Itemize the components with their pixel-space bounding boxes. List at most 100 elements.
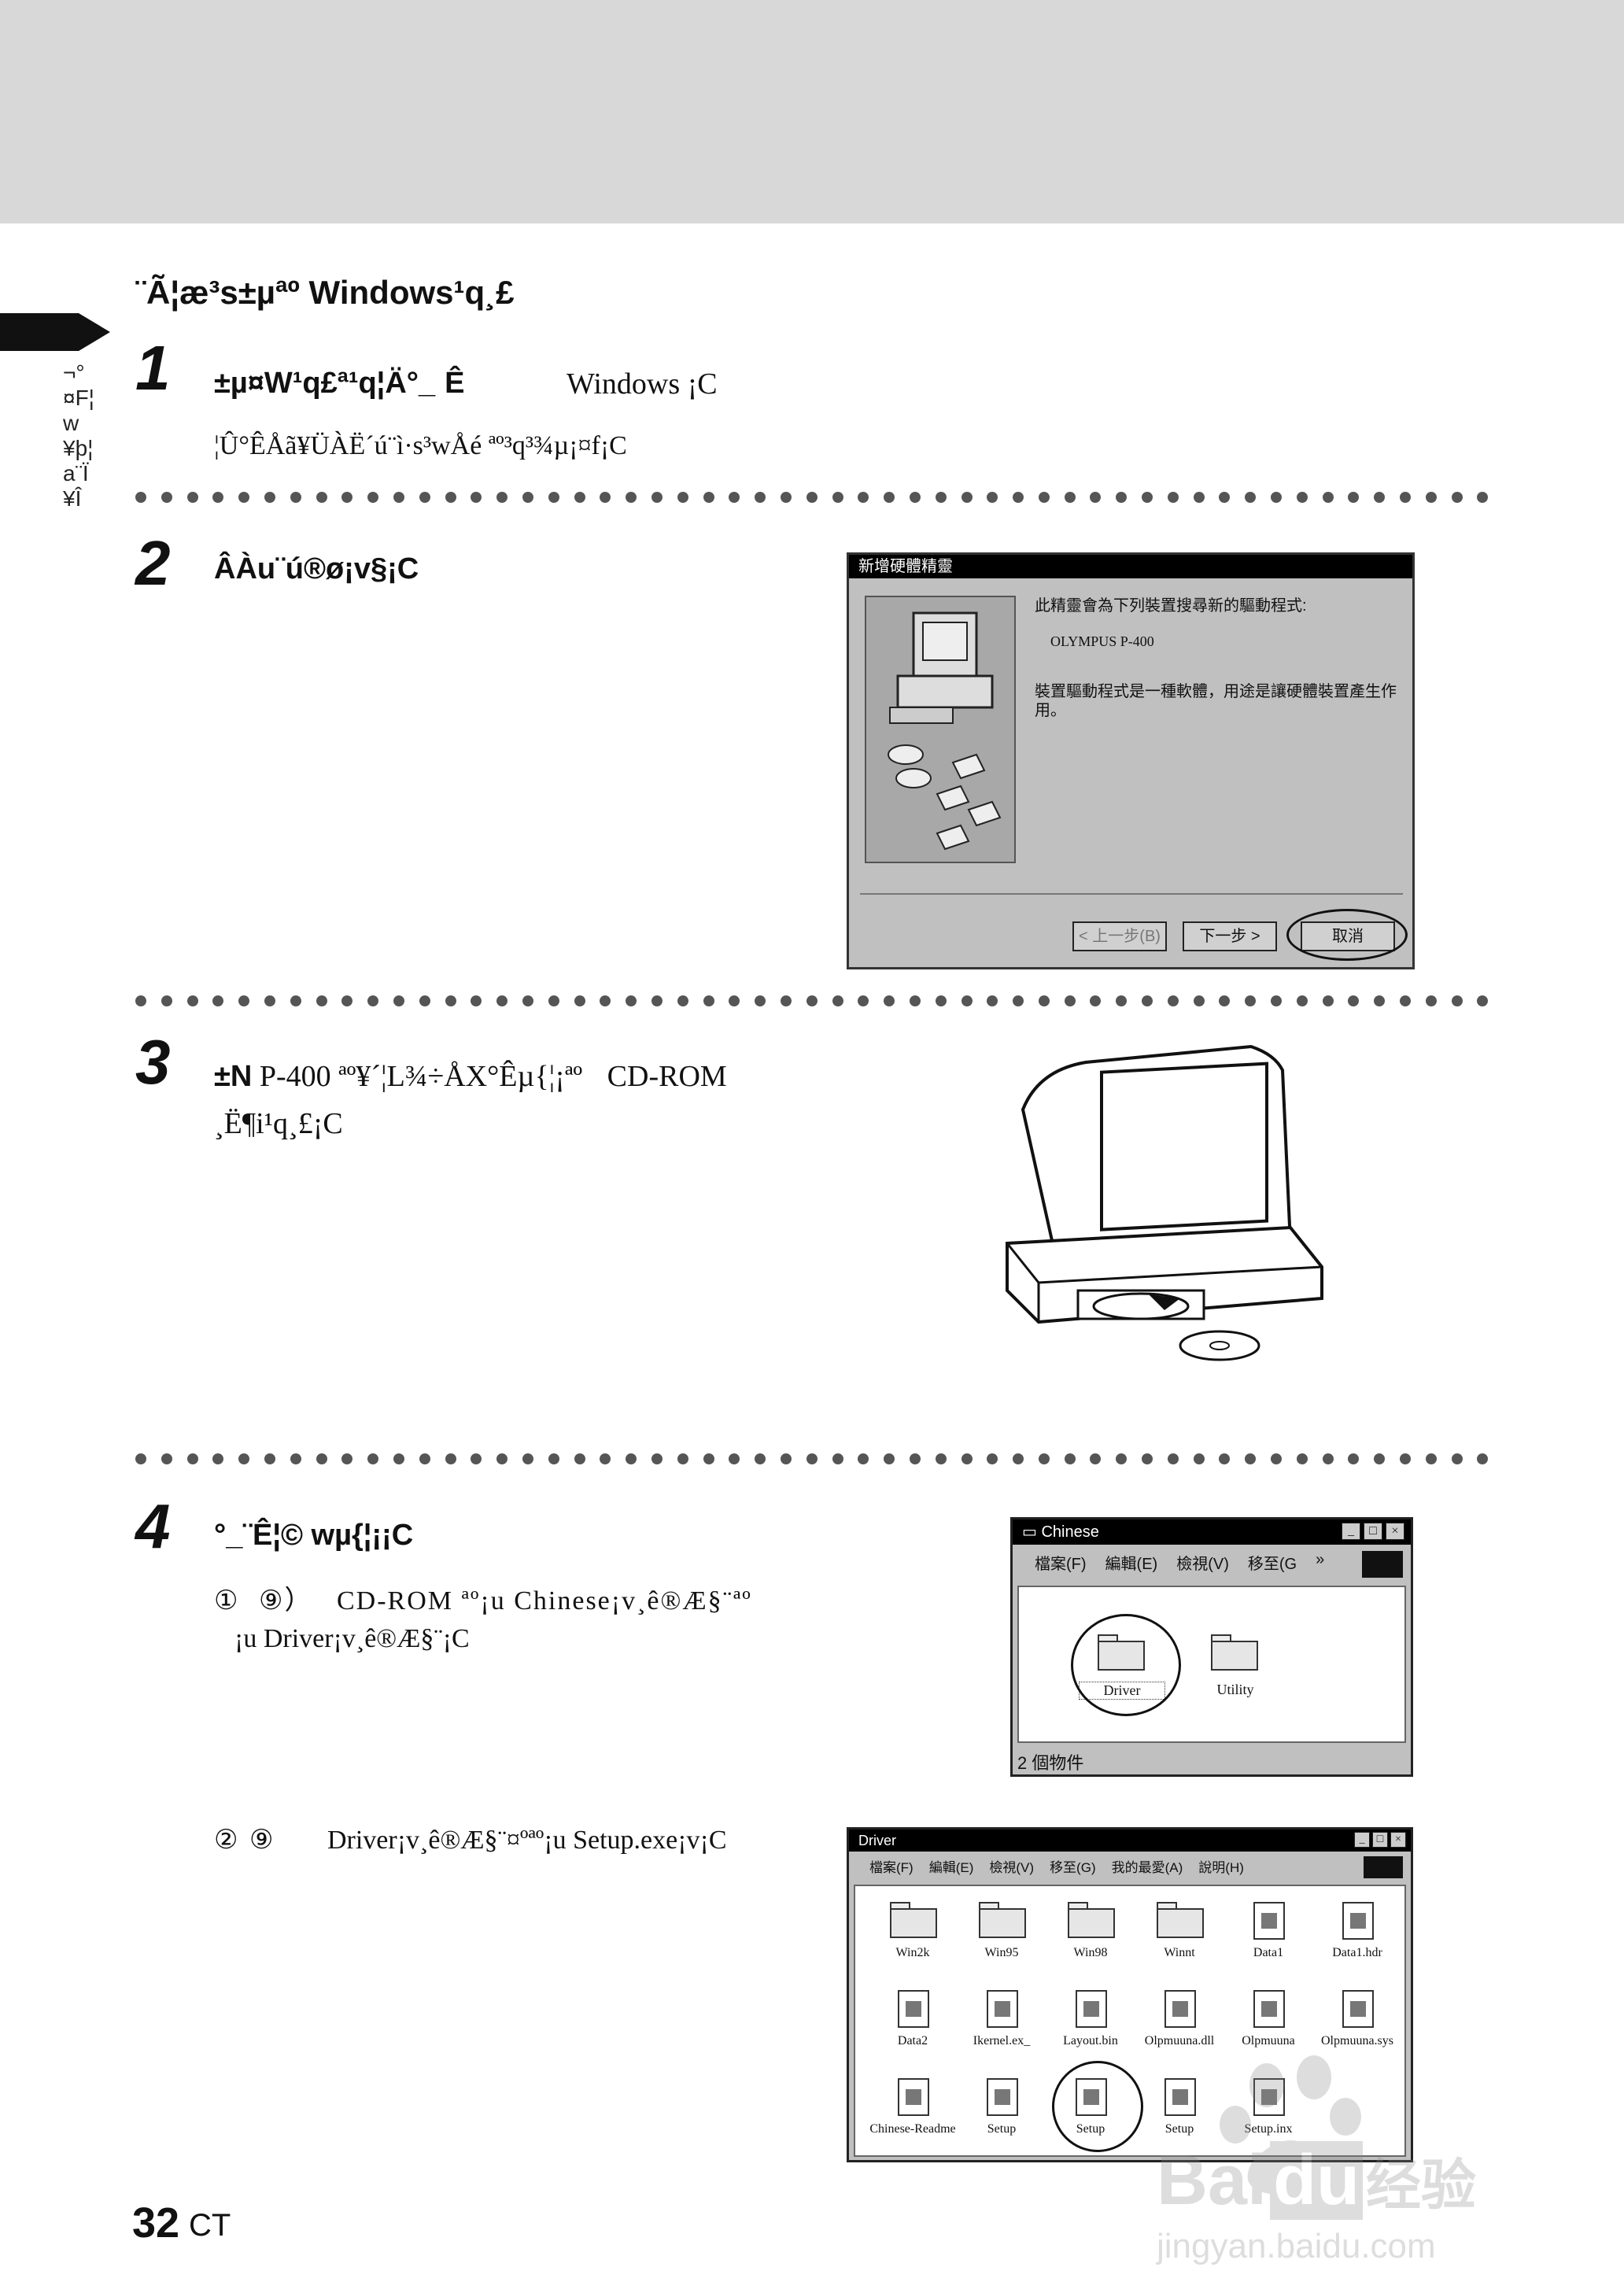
divider-dot <box>264 1453 275 1464</box>
file-label[interactable]: Olpmuuna <box>1242 2034 1295 2047</box>
menu-go[interactable]: 移至(G) <box>1050 1860 1096 1875</box>
folder-title-icon: ▭ <box>1022 1523 1042 1541</box>
maximize-icon[interactable]: □ <box>1372 1832 1388 1848</box>
step-1-extra: Windows ¡C <box>567 367 718 401</box>
menu-edit[interactable]: 編輯(E) <box>1105 1556 1158 1573</box>
divider-dot <box>1142 995 1153 1006</box>
file-label[interactable]: Layout.bin <box>1063 2034 1118 2047</box>
next-button[interactable]: 下一步 > <box>1183 921 1277 951</box>
divider-dot <box>600 995 611 1006</box>
folder-icon[interactable] <box>1068 1902 1115 1938</box>
menu-favorites[interactable]: 我的最愛(A) <box>1111 1860 1183 1875</box>
minimize-icon[interactable]: _ <box>1354 1832 1370 1848</box>
folder-icon[interactable] <box>890 1902 937 1938</box>
folder-icon[interactable] <box>979 1902 1026 1938</box>
menu-view[interactable]: 檢視(V) <box>1176 1556 1229 1573</box>
menu-file[interactable]: 檔案(F) <box>869 1860 914 1875</box>
side-label: ¬°¤F¦w¥þ¦a¨Ï¥Î <box>63 360 94 511</box>
file-label[interactable]: Data1.hdr <box>1332 1946 1382 1959</box>
divider-dot <box>186 1453 198 1464</box>
divider-dot <box>419 492 430 503</box>
menu-edit[interactable]: 編輯(E) <box>928 1860 974 1875</box>
divider-dot <box>1064 492 1076 503</box>
divider-dot <box>1348 1453 1360 1464</box>
file-label[interactable]: Olpmuuna.dll <box>1144 2034 1215 2047</box>
step-1-number: 1 <box>135 333 171 403</box>
setup-highlight-circle <box>1052 2061 1143 2152</box>
file-icon[interactable] <box>1253 1902 1285 1940</box>
divider-dot <box>393 995 404 1006</box>
file-label[interactable]: Win2k <box>895 1946 930 1959</box>
divider-dot <box>832 492 843 503</box>
minimize-icon[interactable]: _ <box>1342 1523 1360 1540</box>
file-icon[interactable] <box>898 2078 929 2116</box>
divider-dot <box>574 1453 585 1464</box>
cancel-highlight-circle <box>1286 909 1408 961</box>
file-icon[interactable] <box>987 1990 1018 2028</box>
utility-folder-label[interactable]: Utility <box>1216 1682 1254 1697</box>
file-label[interactable]: Setup <box>987 2122 1017 2136</box>
file-icon[interactable] <box>1076 1990 1107 2028</box>
menu-help[interactable]: 說明(H) <box>1198 1860 1244 1875</box>
menu-view[interactable]: 檢視(V) <box>989 1860 1035 1875</box>
divider-dot <box>574 492 585 503</box>
file-icon[interactable] <box>1164 1990 1196 2028</box>
divider-dot <box>135 492 146 503</box>
driver-highlight-circle <box>1071 1614 1181 1716</box>
file-label[interactable]: Win98 <box>1073 1946 1108 1959</box>
maximize-icon[interactable]: □ <box>1364 1523 1382 1540</box>
file-label[interactable]: Setup <box>1164 2122 1194 2136</box>
folder-icon[interactable] <box>1157 1902 1204 1938</box>
menu-more[interactable]: » <box>1316 1551 1325 1568</box>
divider-dot <box>1451 492 1463 503</box>
divider-dot <box>1038 1453 1050 1464</box>
computer-disk-icon <box>888 611 1002 851</box>
close-icon[interactable]: × <box>1386 1523 1404 1540</box>
menu-go[interactable]: 移至(G <box>1247 1556 1297 1573</box>
divider-dot <box>471 1453 482 1464</box>
file-icon[interactable] <box>1253 1990 1285 2028</box>
utility-folder-icon[interactable] <box>1211 1634 1258 1671</box>
file-icon[interactable] <box>1253 2078 1285 2116</box>
divider-dot <box>651 995 663 1006</box>
divider-dot <box>238 492 250 503</box>
file-label[interactable]: Setup.inx <box>1244 2122 1293 2136</box>
divider-dot <box>1348 995 1360 1006</box>
step-1-body: ¦Û°ÊÅã¥ÜÀË´ú¨ì·s³wÅé ªº³q³¾µ¡¤f¡C <box>214 431 627 460</box>
divider-dot <box>1271 995 1283 1006</box>
menu-file[interactable]: 檔案(F) <box>1035 1556 1087 1573</box>
wizard-illustration <box>865 596 1016 863</box>
file-icon[interactable] <box>987 2078 1018 2116</box>
divider-dot <box>341 492 353 503</box>
divider-dot <box>987 995 998 1006</box>
driver-menubar: 檔案(F) 編輯(E) 檢視(V) 移至(G) 我的最愛(A) 說明(H) <box>849 1852 1411 1881</box>
close-icon[interactable]: × <box>1390 1832 1406 1848</box>
file-icon[interactable] <box>1164 2078 1196 2116</box>
file-label[interactable]: Olpmuuna.sys <box>1321 2034 1393 2047</box>
divider-dot <box>1013 492 1024 503</box>
file-label[interactable]: Data1 <box>1253 1946 1284 1959</box>
divider-dot <box>1451 1453 1463 1464</box>
divider-dot <box>1477 995 1489 1006</box>
file-label[interactable]: Winnt <box>1164 1946 1195 1959</box>
file-icon[interactable] <box>1342 1990 1374 2028</box>
file-label[interactable]: Data2 <box>897 2034 928 2047</box>
step-3-title-rest: P-400 ªº¥´¦L¾÷ÅX°Êµ{¦¡ªº <box>259 1060 583 1093</box>
divider-dot <box>1245 1453 1257 1464</box>
file-icon[interactable] <box>898 1990 929 2028</box>
back-button[interactable]: < 上一步(B) <box>1072 921 1167 951</box>
divider-dot <box>858 995 869 1006</box>
file-label[interactable]: Ikernel.ex_ <box>973 2034 1031 2047</box>
divider-dot <box>651 492 663 503</box>
divider-dot <box>1142 1453 1153 1464</box>
file-label[interactable]: Chinese-Readme <box>869 2122 956 2136</box>
divider-dot <box>367 1453 379 1464</box>
divider-dot <box>1193 1453 1205 1464</box>
step-3-title: ±N P-400 ªº¥´¦L¾÷ÅX°Êµ{¦¡ªº CD-ROM <box>214 1059 727 1094</box>
file-label[interactable]: Win95 <box>984 1946 1019 1959</box>
divider-dot <box>1322 995 1334 1006</box>
window-controls: _ □ × <box>1342 1523 1404 1540</box>
divider-dot <box>290 1453 301 1464</box>
file-icon[interactable] <box>1342 1902 1374 1940</box>
divider-dot <box>961 995 973 1006</box>
